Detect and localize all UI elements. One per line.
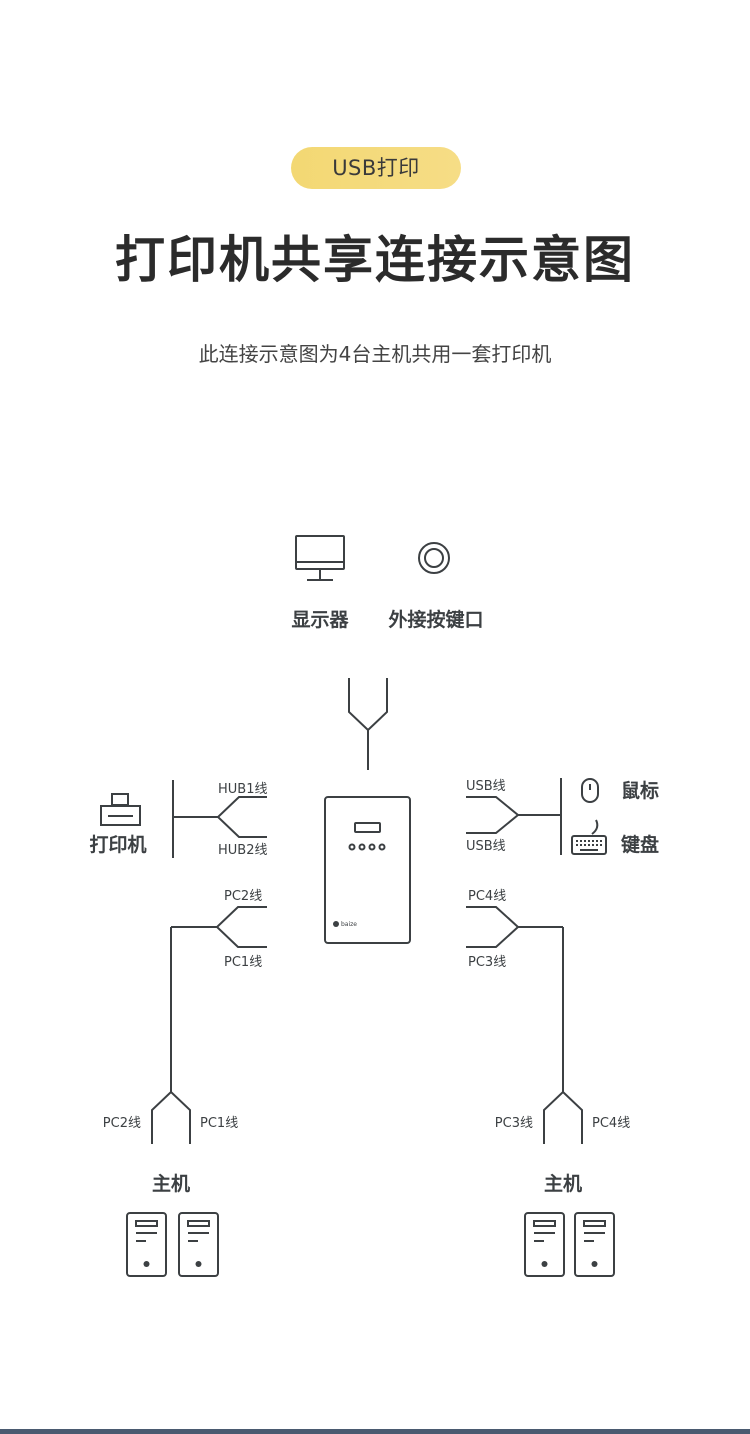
external-key-label: 外接按键口: [388, 608, 483, 631]
right-host-label: 主机: [544, 1173, 582, 1195]
printer-hub-cable: [172, 780, 267, 858]
printer-label: 打印机: [89, 833, 146, 856]
monitor-icon: [295, 535, 345, 581]
keyboard-label: 键盘: [620, 833, 659, 856]
tower-computer-icon: [574, 1212, 615, 1277]
mouse-label: 鼠标: [621, 779, 659, 802]
hub2-label: HUB2线: [218, 843, 267, 858]
usb-label-bottom: USB线: [466, 839, 506, 854]
hub1-label: HUB1线: [218, 782, 267, 797]
right-pc-cable: [466, 906, 583, 1144]
left-pc2-label: PC2线: [224, 889, 262, 904]
usb-peripheral-cable: [466, 778, 562, 855]
top-y-cable: [348, 678, 388, 770]
left-pc-cable: [151, 906, 267, 1144]
category-badge: USB打印: [291, 147, 461, 189]
right-pc3-label: PC3线: [468, 955, 506, 970]
tower-computer-icon: [126, 1212, 167, 1277]
keyboard-icon: [571, 819, 607, 855]
left-host-pc2-label: PC2线: [103, 1116, 141, 1131]
right-host-pc3-label: PC3线: [495, 1116, 533, 1131]
right-pc4-label: PC4线: [468, 889, 506, 904]
page-title: 打印机共享连接示意图: [115, 231, 635, 289]
monitor-label: 显示器: [291, 609, 349, 631]
brand-logo-icon: [333, 921, 339, 927]
left-host-label: 主机: [152, 1173, 190, 1195]
bottom-divider: [0, 1429, 750, 1434]
kvm-switch-device: baize: [324, 796, 411, 944]
right-host-pc4-label: PC4线: [592, 1116, 630, 1131]
key-port-icon: [418, 542, 450, 574]
usb-label-top: USB线: [466, 779, 506, 794]
left-pc1-label: PC1线: [224, 955, 262, 970]
device-brand: baize: [341, 921, 357, 928]
mouse-icon: [581, 778, 599, 803]
printer-icon: [100, 793, 141, 826]
page-subtitle: 此连接示意图为4台主机共用一套打印机: [198, 342, 552, 366]
tower-computer-icon: [524, 1212, 565, 1277]
left-host-pc1-label: PC1线: [200, 1116, 238, 1131]
tower-computer-icon: [178, 1212, 219, 1277]
